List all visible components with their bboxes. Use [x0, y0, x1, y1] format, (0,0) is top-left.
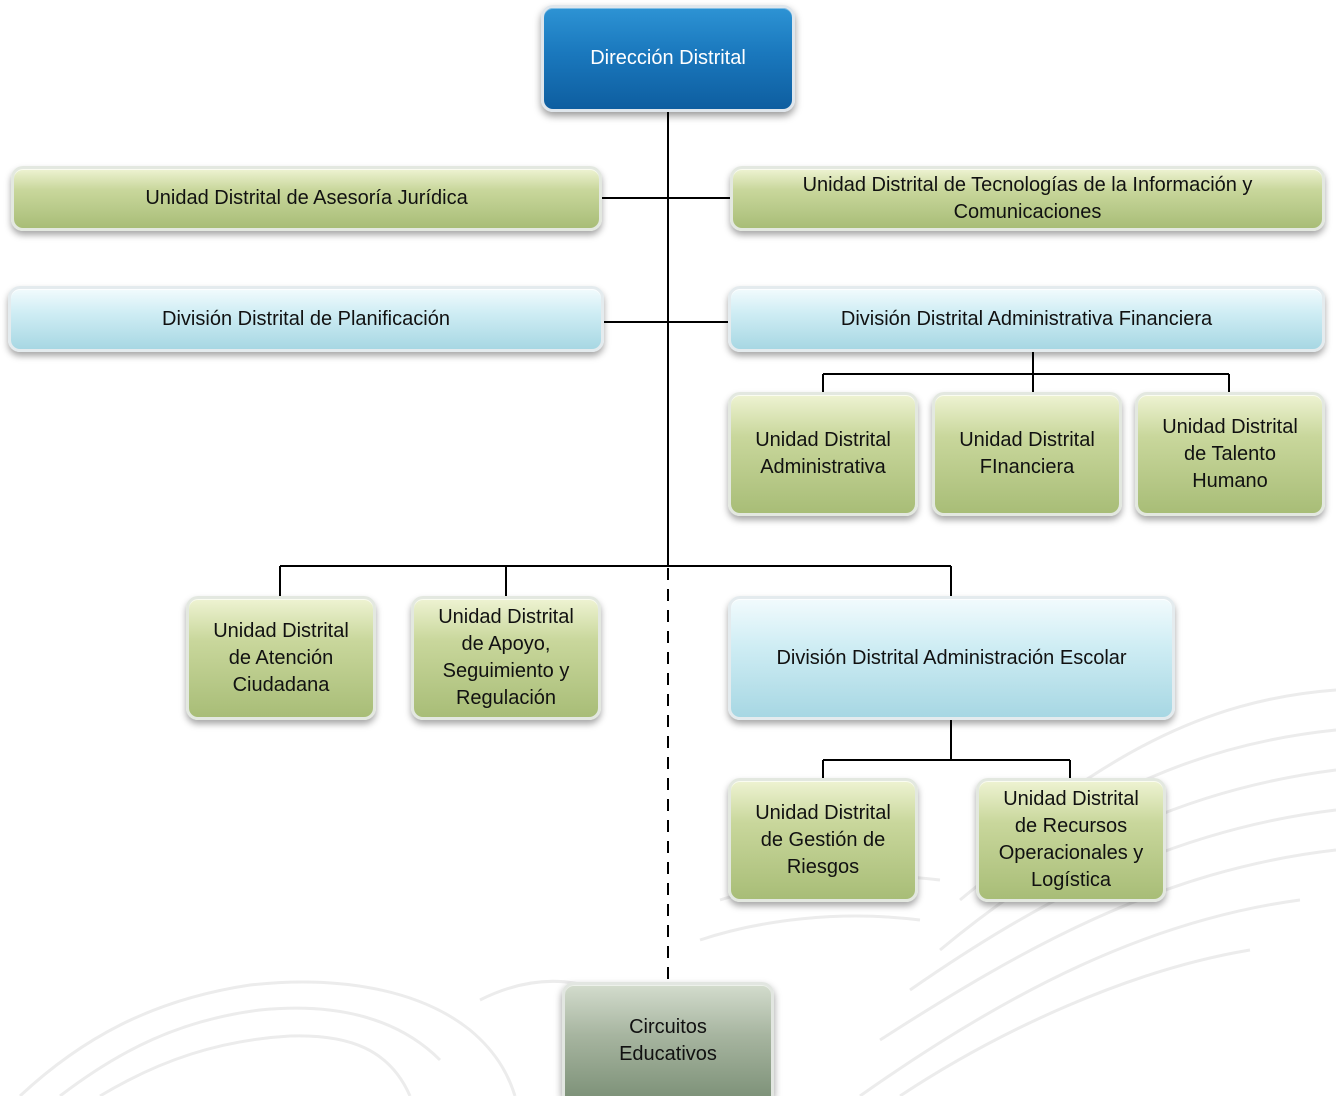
- node-label: División Distrital de Planificación: [162, 307, 450, 330]
- node-label: Unidad Distrital de Recursos Operacional…: [998, 788, 1144, 891]
- node-direccion-distrital: Dirección Distrital: [541, 5, 795, 112]
- node-gestion-riesgos: Unidad Distrital de Gestión de Riesgos: [728, 778, 918, 902]
- node-recursos-operacionales: Unidad Distrital de Recursos Operacional…: [976, 778, 1166, 902]
- node-label: Circuitos Educativos: [619, 1015, 717, 1065]
- node-tecnologias-informacion: Unidad Distrital de Tecnologías de la In…: [730, 166, 1325, 231]
- node-label: Unidad Distrital de Gestión de Riesgos: [755, 801, 891, 878]
- node-planificacion: División Distrital de Planificación: [8, 286, 604, 352]
- node-label: Unidad Distrital Administrativa: [755, 429, 891, 478]
- node-apoyo-seguimiento: Unidad Distrital de Apoyo, Seguimiento y…: [411, 596, 601, 720]
- node-label: Unidad Distrital de Apoyo, Seguimiento y…: [438, 606, 574, 709]
- node-unidad-financiera: Unidad Distrital FInanciera: [932, 392, 1122, 516]
- node-label: División Distrital Administración Escola…: [776, 646, 1127, 669]
- node-label: Unidad Distrital de Talento Humano: [1162, 415, 1298, 492]
- node-unidad-administrativa: Unidad Distrital Administrativa: [728, 392, 918, 516]
- node-circuitos-educativos: Circuitos Educativos: [562, 982, 774, 1096]
- node-label: Unidad Distrital de Asesoría Jurídica: [145, 187, 468, 209]
- node-label: División Distrital Administrativa Financ…: [840, 307, 1213, 330]
- node-label: Unidad Distrital de Atención Ciudadana: [213, 619, 349, 696]
- node-label: Dirección Distrital: [590, 47, 746, 69]
- node-label: Unidad Distrital de Tecnologías de la In…: [802, 173, 1253, 223]
- node-label: Unidad Distrital FInanciera: [959, 429, 1095, 478]
- node-administrativa-financiera: División Distrital Administrativa Financ…: [728, 286, 1325, 352]
- node-talento-humano: Unidad Distrital de Talento Humano: [1135, 392, 1325, 516]
- node-asesoria-juridica: Unidad Distrital de Asesoría Jurídica: [11, 166, 602, 231]
- node-atencion-ciudadana: Unidad Distrital de Atención Ciudadana: [186, 596, 376, 720]
- node-administracion-escolar: División Distrital Administración Escola…: [728, 596, 1175, 720]
